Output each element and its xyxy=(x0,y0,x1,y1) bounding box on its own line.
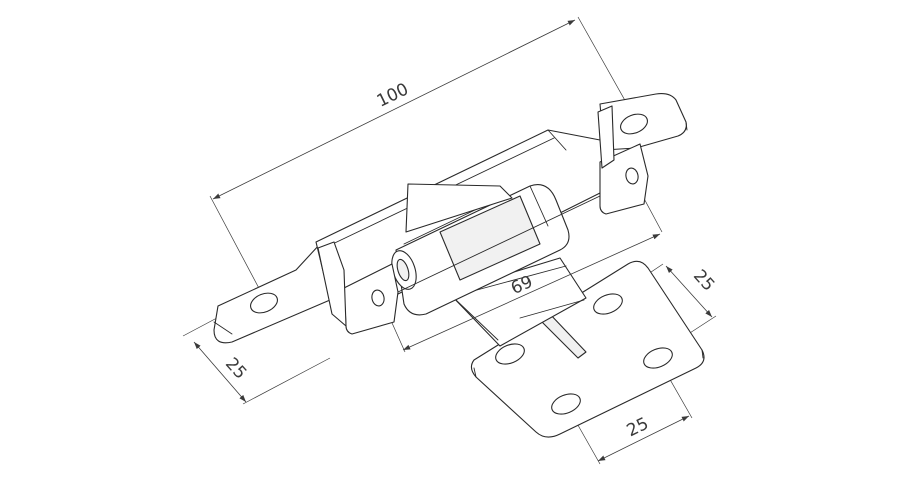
label-overall-length: 100 xyxy=(374,79,412,111)
pin-hole-right-icon xyxy=(625,167,639,185)
dim-line-pin-distance xyxy=(402,233,661,351)
pin-hole-left-icon xyxy=(371,289,385,307)
label-plate-spacing-y: 25 xyxy=(689,266,718,295)
dim-line-plate-spacing-y xyxy=(665,265,713,318)
dim-line-overall-length xyxy=(212,19,576,200)
dimension-lines xyxy=(193,19,713,462)
plate-hole-bottom-icon xyxy=(551,393,581,415)
lower-hinge-leaf xyxy=(317,105,649,335)
dim-line-leaf-width xyxy=(193,341,247,403)
dim-line-plate-spacing-x xyxy=(597,415,690,462)
label-leaf-width: 25 xyxy=(221,354,250,383)
label-plate-spacing-x: 25 xyxy=(624,414,652,441)
leaf-hole-left-icon xyxy=(250,292,278,314)
leaf-hole-right-icon xyxy=(620,113,648,135)
